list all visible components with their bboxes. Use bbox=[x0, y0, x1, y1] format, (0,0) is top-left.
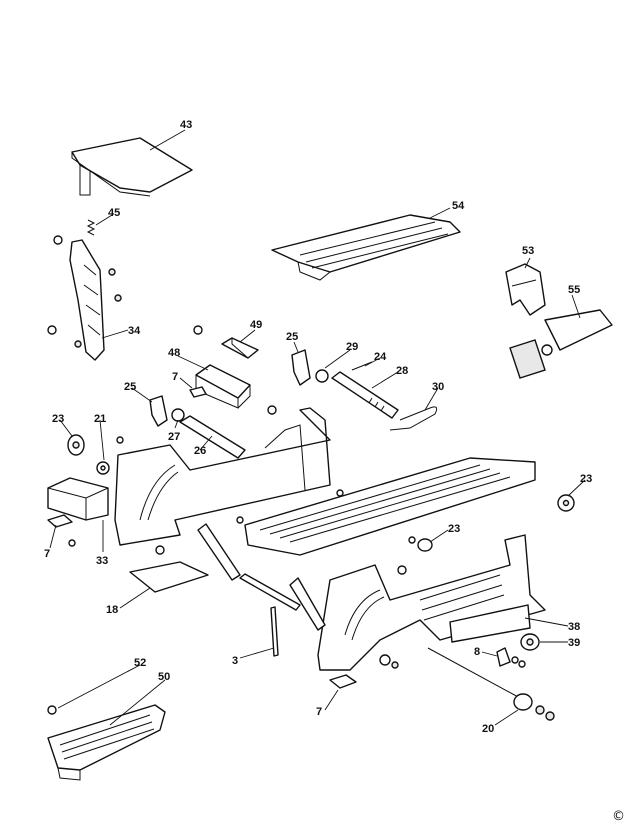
part-25-bracket-right bbox=[291, 349, 311, 386]
part-23-knob-right bbox=[557, 494, 575, 512]
callout-28: 28 bbox=[396, 365, 408, 377]
part-53-bracket bbox=[505, 263, 546, 316]
part-23-knob-left bbox=[67, 434, 85, 456]
part-27-washer bbox=[171, 408, 185, 422]
part-45-spring bbox=[86, 219, 96, 236]
part-3-rod bbox=[270, 606, 279, 657]
part-24-pin bbox=[351, 361, 373, 371]
callout-33: 33 bbox=[96, 555, 108, 567]
callouts: 43 45 34 54 53 55 49 48 25 29 24 28 30 7… bbox=[44, 119, 592, 735]
callout-7-left: 7 bbox=[44, 548, 50, 560]
part-52-screw bbox=[47, 705, 57, 715]
callout-20: 20 bbox=[482, 723, 494, 735]
main-frame-right bbox=[317, 534, 546, 671]
part-7-pad-left bbox=[47, 514, 73, 528]
callout-25-left: 25 bbox=[124, 381, 136, 393]
part-49-block bbox=[193, 325, 259, 359]
callout-53: 53 bbox=[522, 245, 534, 257]
callout-3: 3 bbox=[232, 655, 238, 667]
callout-7-upper: 7 bbox=[172, 371, 178, 383]
callout-52: 52 bbox=[134, 657, 146, 669]
callout-38: 38 bbox=[568, 621, 580, 633]
part-33-housing bbox=[47, 477, 109, 521]
part-43-table-plate bbox=[71, 137, 193, 197]
callout-30: 30 bbox=[432, 381, 444, 393]
callout-34: 34 bbox=[128, 325, 141, 337]
callout-27: 27 bbox=[168, 431, 180, 443]
part-25-bracket-left bbox=[149, 395, 168, 427]
link-arm-left bbox=[197, 523, 241, 581]
part-29-washer bbox=[315, 369, 329, 383]
callout-21: 21 bbox=[94, 413, 106, 425]
part-50-board bbox=[47, 704, 166, 781]
callout-7-lower: 7 bbox=[316, 706, 322, 718]
main-frame-left bbox=[68, 407, 344, 555]
callout-18: 18 bbox=[106, 604, 118, 616]
part-38-plate bbox=[449, 604, 531, 643]
callout-48: 48 bbox=[168, 347, 180, 359]
part-18-cover bbox=[129, 561, 209, 593]
part-30-clip bbox=[389, 406, 438, 431]
callout-23-right: 23 bbox=[580, 473, 592, 485]
callout-50: 50 bbox=[158, 671, 170, 683]
callout-29: 29 bbox=[346, 341, 358, 353]
callout-39: 39 bbox=[568, 637, 580, 649]
part-7-pad-upper bbox=[189, 386, 207, 398]
part-26-shaft bbox=[179, 405, 277, 459]
part-48-block bbox=[195, 364, 251, 409]
callout-25-right: 25 bbox=[286, 331, 298, 343]
part-8-clamp bbox=[496, 647, 526, 668]
callout-54: 54 bbox=[452, 200, 465, 212]
leader-lines bbox=[49, 129, 586, 726]
link-arm-right bbox=[289, 577, 326, 631]
part-54-guard-plate bbox=[271, 214, 461, 281]
callout-49: 49 bbox=[250, 319, 262, 331]
part-55-handle bbox=[509, 309, 613, 379]
callout-23-left: 23 bbox=[52, 413, 64, 425]
callout-55: 55 bbox=[568, 284, 580, 296]
part-7-pad-lower bbox=[329, 674, 357, 689]
connecting-rod bbox=[239, 573, 301, 611]
copyright-symbol: © bbox=[612, 809, 625, 824]
callout-45: 45 bbox=[108, 207, 120, 219]
table-rail bbox=[236, 457, 536, 556]
callout-23-mid: 23 bbox=[448, 523, 460, 535]
part-39-knob bbox=[520, 633, 540, 651]
part-34-arm bbox=[47, 235, 122, 361]
part-23-knob-mid bbox=[408, 536, 433, 552]
callout-43: 43 bbox=[180, 119, 192, 131]
part-28-shaft bbox=[331, 371, 399, 419]
part-21-gear bbox=[96, 436, 124, 475]
part-20-rod-knob bbox=[427, 647, 555, 721]
callout-26: 26 bbox=[194, 445, 206, 457]
callout-24: 24 bbox=[374, 351, 387, 363]
callout-8: 8 bbox=[474, 646, 480, 658]
